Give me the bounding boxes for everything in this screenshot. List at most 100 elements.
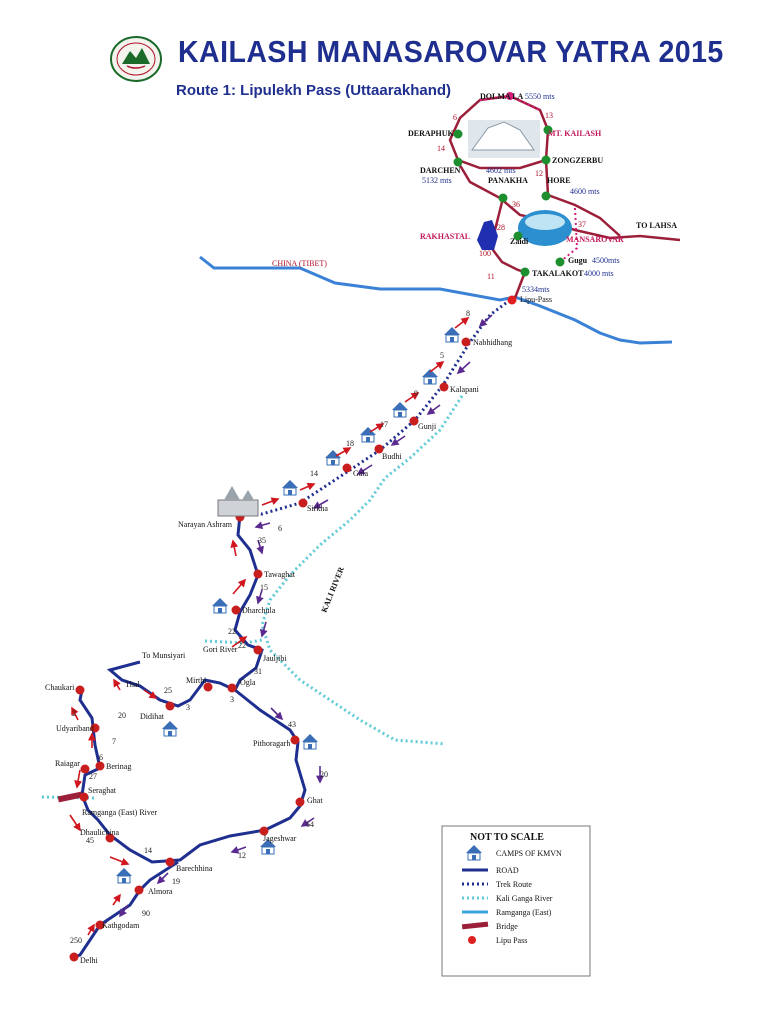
place-label: Kalapani <box>450 385 480 394</box>
dist-label: 17 <box>380 420 388 429</box>
dist-label: 100 <box>479 249 491 258</box>
gugu-alt-label: 4500mts <box>592 256 620 265</box>
hore-label: HORE <box>547 176 571 185</box>
deraphuk-label: DERAPHUK <box>408 129 455 138</box>
place-label: Berinag <box>106 762 131 771</box>
takalakot-label: TAKALAKOT <box>532 269 584 278</box>
dist-label: 18 <box>346 439 354 448</box>
border-river <box>199 255 673 345</box>
dist-label: 45 <box>86 836 94 845</box>
main-road <box>106 514 264 708</box>
legend-item-label: Ramganga (East) <box>496 908 552 917</box>
dist-label: 43 <box>288 720 296 729</box>
place-label: Kathgodam <box>102 921 140 930</box>
legend-item-label: Trek Route <box>496 880 532 889</box>
dist-label: 6 <box>453 113 457 122</box>
legend-item-label: Bridge <box>496 922 518 931</box>
dist-label: 22 <box>228 627 236 636</box>
dist-label: 19 <box>172 877 180 886</box>
mid-alt-label: 4602 mts <box>486 166 516 175</box>
dist-label: 11 <box>487 272 495 281</box>
dist-label: 2 <box>72 709 76 718</box>
town-markers <box>69 337 471 962</box>
darchen-label: DARCHEN <box>420 166 461 175</box>
dist-label: 7 <box>112 737 116 746</box>
dist-label: 28 <box>497 223 505 232</box>
hore-alt-label: 4600 mts <box>570 187 600 196</box>
place-label: Gunji <box>418 422 437 431</box>
map-legend: NOT TO SCALE CAMPS OF KMVN ROAD Trek Rou… <box>441 825 591 977</box>
dist-label: 14 <box>310 469 318 478</box>
dist-label: 27 <box>89 772 97 781</box>
place-label: Chaukari <box>45 683 75 692</box>
dist-label: 6 <box>99 753 103 762</box>
mansarovar-label: MANSAROVAR <box>566 235 624 244</box>
dist-label: 64 <box>306 820 314 829</box>
place-label: Delhi <box>80 956 99 965</box>
place-label: Nabhidhang <box>473 338 512 347</box>
dist-label: 9 <box>414 389 418 398</box>
place-label: Seraghat <box>88 786 117 795</box>
legend-item-label: Lipu Pass <box>496 936 527 945</box>
legend-item-label: CAMPS OF KMVN <box>496 849 562 858</box>
place-label: To Munsiyari <box>142 651 186 660</box>
place-label: Barechhina <box>176 864 213 873</box>
kmvn-logo-icon <box>110 36 162 82</box>
dolma-la-label: DOLMA LA <box>480 92 524 101</box>
kali-river-label: KALI RIVER <box>320 565 346 613</box>
camp-icons <box>115 326 461 884</box>
bridge-icon <box>57 791 83 803</box>
dist-label: 12 <box>535 169 543 178</box>
dist-label: 14 <box>437 144 445 153</box>
place-label: Gori River <box>203 645 238 654</box>
place-label: Jauljibi <box>263 654 287 663</box>
dist-label: 8 <box>466 309 470 318</box>
place-label: Pithoragarh <box>253 739 290 748</box>
place-label: Thal <box>125 680 140 689</box>
lipu-pass-marker <box>507 295 517 305</box>
dist-label: 37 <box>578 220 586 229</box>
dist-label: 20 <box>118 711 126 720</box>
legend-title: NOT TO SCALE <box>470 832 544 843</box>
lipu-alt-label: 5334mts <box>522 285 550 294</box>
page-title: KAILASH MANASAROVAR YATRA 2015 <box>178 34 724 69</box>
place-label: Sirkha <box>307 504 328 513</box>
dist-label: 12 <box>238 851 246 860</box>
place-label: Tawaghat <box>264 570 296 579</box>
darchen-alt-label: 5132 mts <box>422 176 452 185</box>
dist-label: 22 <box>238 641 246 650</box>
dist-label: 20 <box>320 770 328 779</box>
place-label: Ogla <box>240 678 256 687</box>
place-label: Jageshwar <box>263 834 297 843</box>
place-label: Didihat <box>140 712 165 721</box>
dist-label: 35 <box>258 536 266 545</box>
place-label: Ghat <box>307 796 323 805</box>
place-label: Raiagar <box>55 759 80 768</box>
narayan-ashram-icon <box>217 486 259 517</box>
china-tibet-label: CHINA (TIBET) <box>272 259 327 268</box>
dist-label: 13 <box>545 111 553 120</box>
place-label: Almora <box>148 887 173 896</box>
legend-item-label: Kali Ganga River <box>496 894 553 903</box>
panakha-label: PANAKHA <box>488 176 528 185</box>
kali-river <box>260 395 464 746</box>
dist-label: 90 <box>142 909 150 918</box>
dist-label: 3 <box>186 703 190 712</box>
place-label: Ramganga (East) River <box>82 808 157 817</box>
lipu-pass-label: Lipu-Pass <box>520 295 552 304</box>
legend-item-label: ROAD <box>496 866 519 875</box>
rakhastal-label: RAKHASTAL <box>420 232 470 241</box>
dist-label: 15 <box>260 583 268 592</box>
to-lhasa-label: TO LAHSA <box>636 221 677 230</box>
place-label: Gala <box>353 469 369 478</box>
zaidi-label: Zaidi <box>510 237 529 246</box>
route-subtitle: Route 1: Lipulekh Pass (Uttaarakhand) <box>176 82 452 99</box>
place-label: Narayan Ashram <box>178 520 233 529</box>
place-label: Budhi <box>382 452 402 461</box>
dist-label: 14 <box>144 846 152 855</box>
dist-label: 250 <box>70 936 82 945</box>
dist-label: 31 <box>254 667 262 676</box>
dist-label: 25 <box>164 686 172 695</box>
